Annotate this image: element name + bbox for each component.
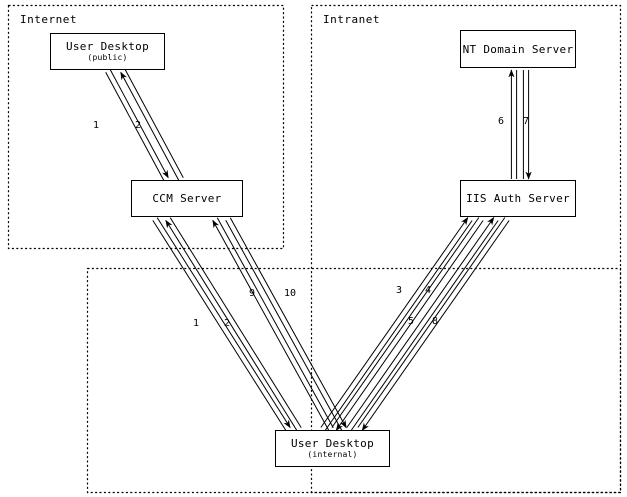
- edge-label-e3: 3: [396, 285, 403, 296]
- node-ccm-server[interactable]: CCM Server: [131, 180, 243, 217]
- node-user-desktop-public[interactable]: User Desktop(public): [50, 33, 165, 70]
- edge-e4: [331, 217, 484, 431]
- arrow-head-icon: [335, 220, 484, 431]
- arrow-head-icon: [320, 217, 469, 428]
- zone-boundary-internet: [7, 4, 285, 250]
- edge-rail: [357, 217, 506, 428]
- edge-e3: [320, 217, 473, 431]
- node-title: NT Domain Server: [462, 42, 574, 56]
- arrow-head-icon: [361, 220, 510, 431]
- node-subtitle: (internal): [307, 450, 358, 459]
- arrow-head-icon: [229, 217, 347, 429]
- zone-boundary-intranet: [310, 4, 622, 494]
- node-nt-domain-server[interactable]: NT Domain Server: [460, 30, 576, 68]
- edge-label-e1b: 1: [193, 318, 200, 329]
- arrow-head-icon: [156, 217, 291, 429]
- arrow-head-icon: [109, 69, 169, 179]
- edge-rail: [216, 217, 334, 428]
- edge-label-e10: 10: [284, 288, 297, 299]
- edge-e1b: [152, 217, 291, 431]
- arrow-head-icon: [212, 219, 330, 431]
- node-title: User Desktop: [65, 40, 150, 53]
- edge-e8: [357, 217, 510, 431]
- edge-label-e9: 9: [249, 288, 256, 299]
- edge-label-e2: 2: [135, 120, 142, 131]
- edge-label-e1: 1: [93, 120, 100, 131]
- node-title: User Desktop: [290, 437, 375, 450]
- arrow-head-icon: [346, 217, 495, 428]
- node-iis-auth-server[interactable]: IIS Auth Server: [460, 180, 576, 217]
- edge-rail: [105, 71, 165, 181]
- arrow-head-icon: [165, 219, 298, 431]
- edge-label-e8: 8: [432, 316, 439, 327]
- edge-rail: [152, 220, 287, 431]
- edge-e9: [212, 217, 334, 431]
- edge-e5: [346, 217, 499, 431]
- arrow-head-icon: [120, 71, 180, 181]
- edge-label-e7: 7: [523, 116, 530, 127]
- edge-label-e5: 5: [408, 316, 415, 327]
- zone-label-internet: Internet: [20, 13, 77, 26]
- edge-e7: [522, 70, 532, 180]
- edge-rail: [169, 217, 302, 428]
- edge-rail: [350, 220, 499, 431]
- node-title: CCM Server: [152, 192, 222, 205]
- edge-label-e4: 4: [425, 285, 432, 296]
- node-title: IIS Auth Server: [466, 192, 570, 205]
- edge-rail: [331, 217, 480, 428]
- zone-label-intranet: Intranet: [323, 13, 380, 26]
- edge-e2b: [165, 217, 302, 431]
- edge-rail: [324, 220, 473, 431]
- zone-layer: [7, 4, 622, 494]
- node-user-desktop-internal[interactable]: User Desktop(internal): [275, 430, 390, 467]
- edge-e10: [225, 217, 347, 431]
- edge-e1: [105, 69, 169, 181]
- edge-rail: [124, 69, 184, 179]
- node-subtitle: (public): [87, 53, 128, 62]
- edge-label-e6: 6: [498, 116, 505, 127]
- edge-label-e2b: 2: [224, 318, 231, 329]
- edge-layer: [105, 69, 532, 431]
- edge-e6: [508, 69, 518, 179]
- edge-rail: [225, 220, 343, 431]
- edge-e2: [120, 69, 184, 181]
